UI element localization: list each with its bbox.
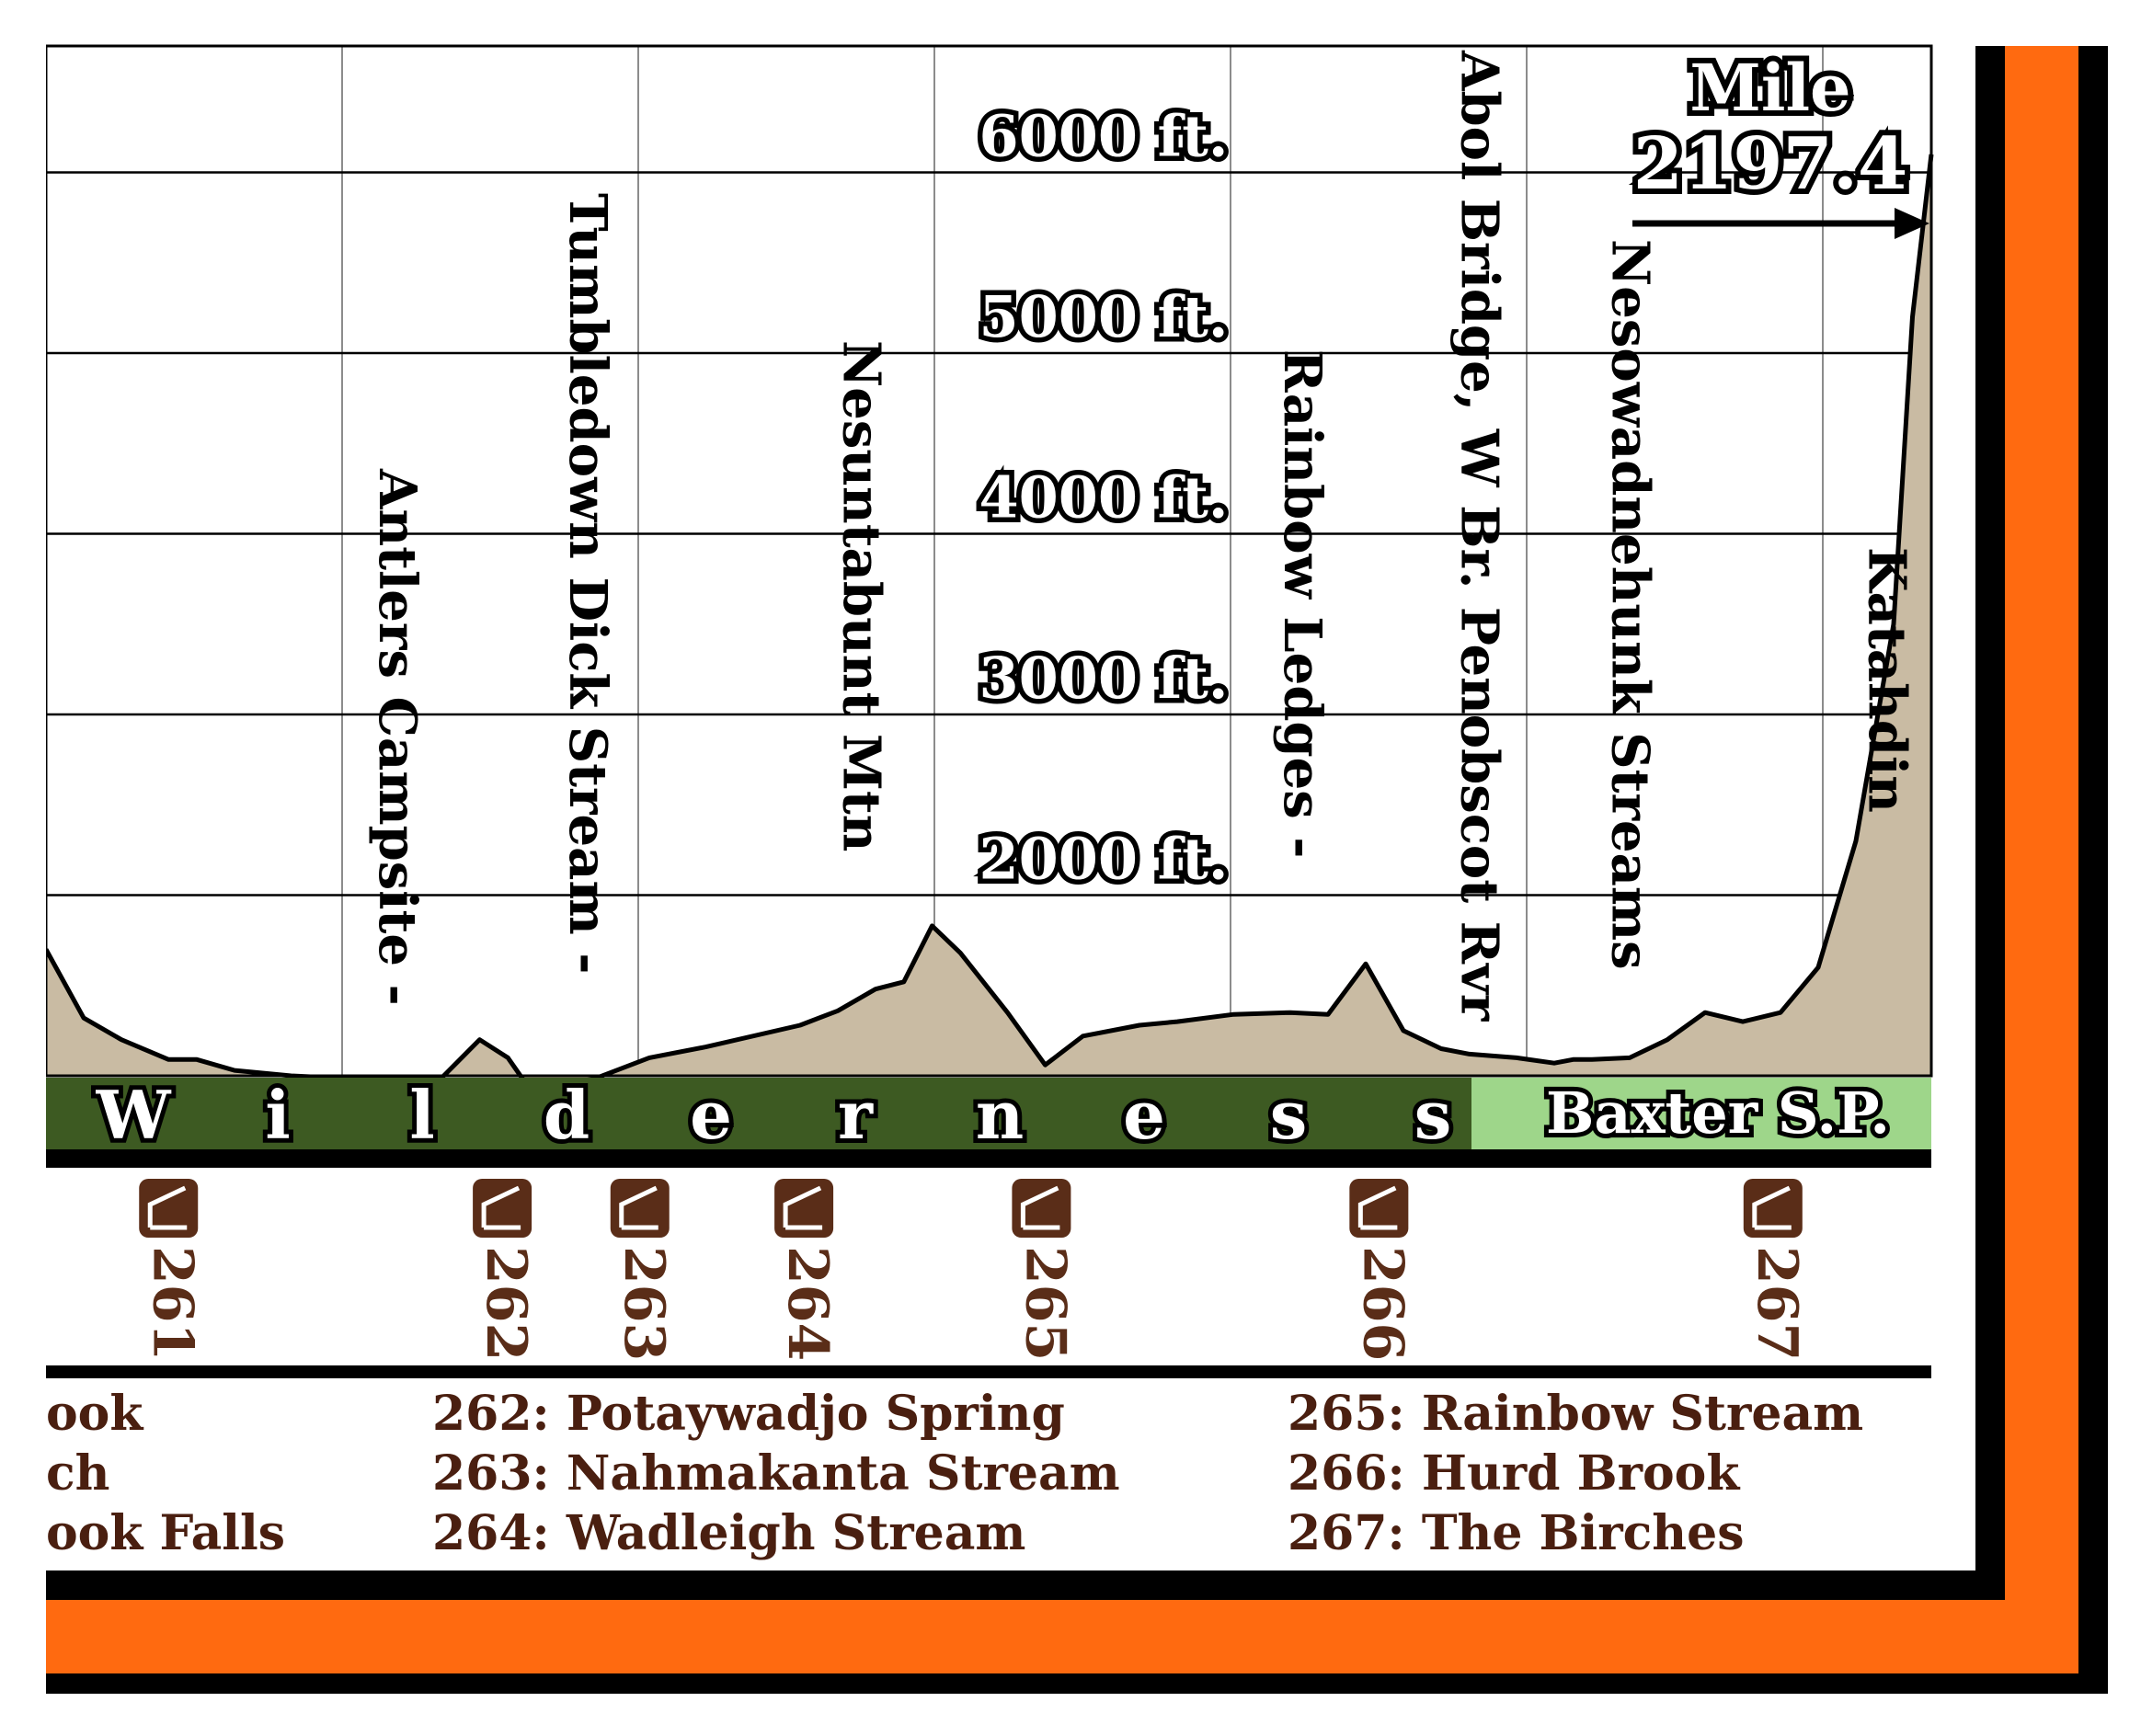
shelter-number: 262 <box>474 1246 538 1361</box>
black-border-right-outer <box>2078 46 2108 1692</box>
shelter-number: 267 <box>1745 1246 1809 1361</box>
black-border-bottom <box>46 1570 2005 1600</box>
legend-col1-line1: ook <box>46 1386 143 1442</box>
shelter-number: 261 <box>140 1246 204 1361</box>
band-bottom-line <box>46 1149 1931 1168</box>
legend-col2-line1: 262: Potaywadjo Spring <box>432 1386 1065 1442</box>
shelter-legend: ook ch ook Falls 262: Potaywadjo Spring … <box>46 1386 1863 1561</box>
shelter-roof-icon <box>783 1185 823 1230</box>
shelter-markers: 261 262 263 264 265 266 267 <box>139 1179 1809 1361</box>
landmark-labels: Antlers Campsite - Tumbledown Dick Stream… <box>367 50 1918 1022</box>
shelter-roof-icon <box>147 1185 188 1230</box>
shelter-262: 262 <box>473 1179 538 1361</box>
black-border-bottom-outer <box>46 1673 2108 1694</box>
wilderness-letter-2: l <box>409 1076 434 1154</box>
shelter-icon <box>1012 1179 1071 1238</box>
left-margin <box>0 0 46 1736</box>
shelter-icon <box>1349 1179 1409 1238</box>
landmark-label-6: Katahdin <box>1856 547 1917 813</box>
shelter-267: 267 <box>1743 1179 1809 1361</box>
landmark-label-1: Tumbledown Dick Stream - <box>557 193 618 974</box>
wilderness-letter-9: s <box>1414 1076 1452 1154</box>
legend-col3-line3: 267: The Birches <box>1288 1505 1744 1561</box>
legend-col2-line3: 264: Wadleigh Stream <box>432 1505 1025 1561</box>
y-tick-label-1: 5000 ft. <box>979 283 1228 350</box>
orange-border-right <box>2005 46 2078 1692</box>
y-tick-label-0: 6000 ft. <box>979 103 1228 170</box>
legend-col1-line2: ch <box>46 1445 109 1502</box>
shelter-icon <box>139 1179 199 1238</box>
shelter-number: 263 <box>612 1246 676 1361</box>
shelter-icon <box>1743 1179 1803 1238</box>
y-tick-label-4: 2000 ft. <box>979 826 1228 893</box>
wilderness-letter-3: d <box>544 1076 590 1154</box>
landmark-label-2: Nesuntabunt Mtn <box>830 340 891 851</box>
legend-col1-line3: ook Falls <box>46 1505 285 1561</box>
y-tick-labels: 6000 ft. 5000 ft. 4000 ft. 3000 ft. 2000 ft. <box>974 97 1233 897</box>
landmark-label-5: Nesowadnehunk Streams <box>1600 239 1661 970</box>
mile-arrow-head <box>1895 208 1929 239</box>
wilderness-letter-5: r <box>838 1076 874 1154</box>
legend-col3-line2: 266: Hurd Brook <box>1288 1445 1740 1502</box>
wilderness-letter-4: e <box>690 1076 732 1154</box>
wilderness-letter-8: s <box>1270 1076 1308 1154</box>
orange-border-bottom <box>46 1600 2078 1673</box>
shelter-icon <box>774 1179 834 1238</box>
wilderness-letter-7: e <box>1123 1076 1165 1154</box>
frame <box>46 46 2108 1694</box>
y-tick-label-3: 3000 ft. <box>979 645 1228 712</box>
shelter-icon <box>610 1179 670 1238</box>
black-border-right <box>1975 46 2005 1600</box>
landmark-label-0: Antlers Campsite - <box>367 468 428 1006</box>
mile-value: 2197.4 <box>1633 122 1908 206</box>
baxter-band <box>1471 1078 1931 1149</box>
shelter-number: 264 <box>775 1246 840 1361</box>
wilderness-letter-6: n <box>976 1076 1024 1154</box>
shelter-roof-icon <box>481 1185 521 1230</box>
shelter-263: 263 <box>610 1179 676 1361</box>
shelter-261: 261 <box>139 1179 204 1361</box>
wilderness-band <box>46 1078 1471 1149</box>
mile-label: Mile <box>1689 50 1850 126</box>
shelter-roof-icon <box>1357 1185 1398 1230</box>
shelter-roof-icon <box>619 1185 658 1230</box>
shelter-266: 266 <box>1349 1179 1414 1361</box>
shelter-265: 265 <box>1012 1179 1077 1361</box>
legend-col3-line1: 265: Rainbow Stream <box>1288 1386 1863 1442</box>
shelter-264: 264 <box>774 1179 840 1361</box>
legend-col2-line2: 263: Nahmakanta Stream <box>432 1445 1120 1502</box>
landmark-label-3: Rainbow Ledges - <box>1272 349 1333 859</box>
vertical-gridlines <box>341 46 1824 1076</box>
y-tick-label-2: 4000 ft. <box>979 464 1228 531</box>
wilderness-letter-0: W <box>96 1076 172 1154</box>
wilderness-letter-1: i <box>265 1076 290 1154</box>
shelter-roof-icon <box>1020 1185 1060 1230</box>
shelter-number: 266 <box>1350 1246 1414 1361</box>
baxter-label: Baxter S.P. <box>1546 1079 1890 1147</box>
shelter-roof-icon <box>1752 1185 1792 1230</box>
legend-separator <box>46 1365 1931 1378</box>
shelter-number: 265 <box>1013 1246 1077 1361</box>
mile-marker: Mile 2197.4 <box>1628 44 1929 239</box>
shelter-icon <box>473 1179 532 1238</box>
landmark-label-4: Abol Bridge, W Br. Penobscot Rvr <box>1449 50 1510 1022</box>
plot-area <box>46 46 1931 1076</box>
